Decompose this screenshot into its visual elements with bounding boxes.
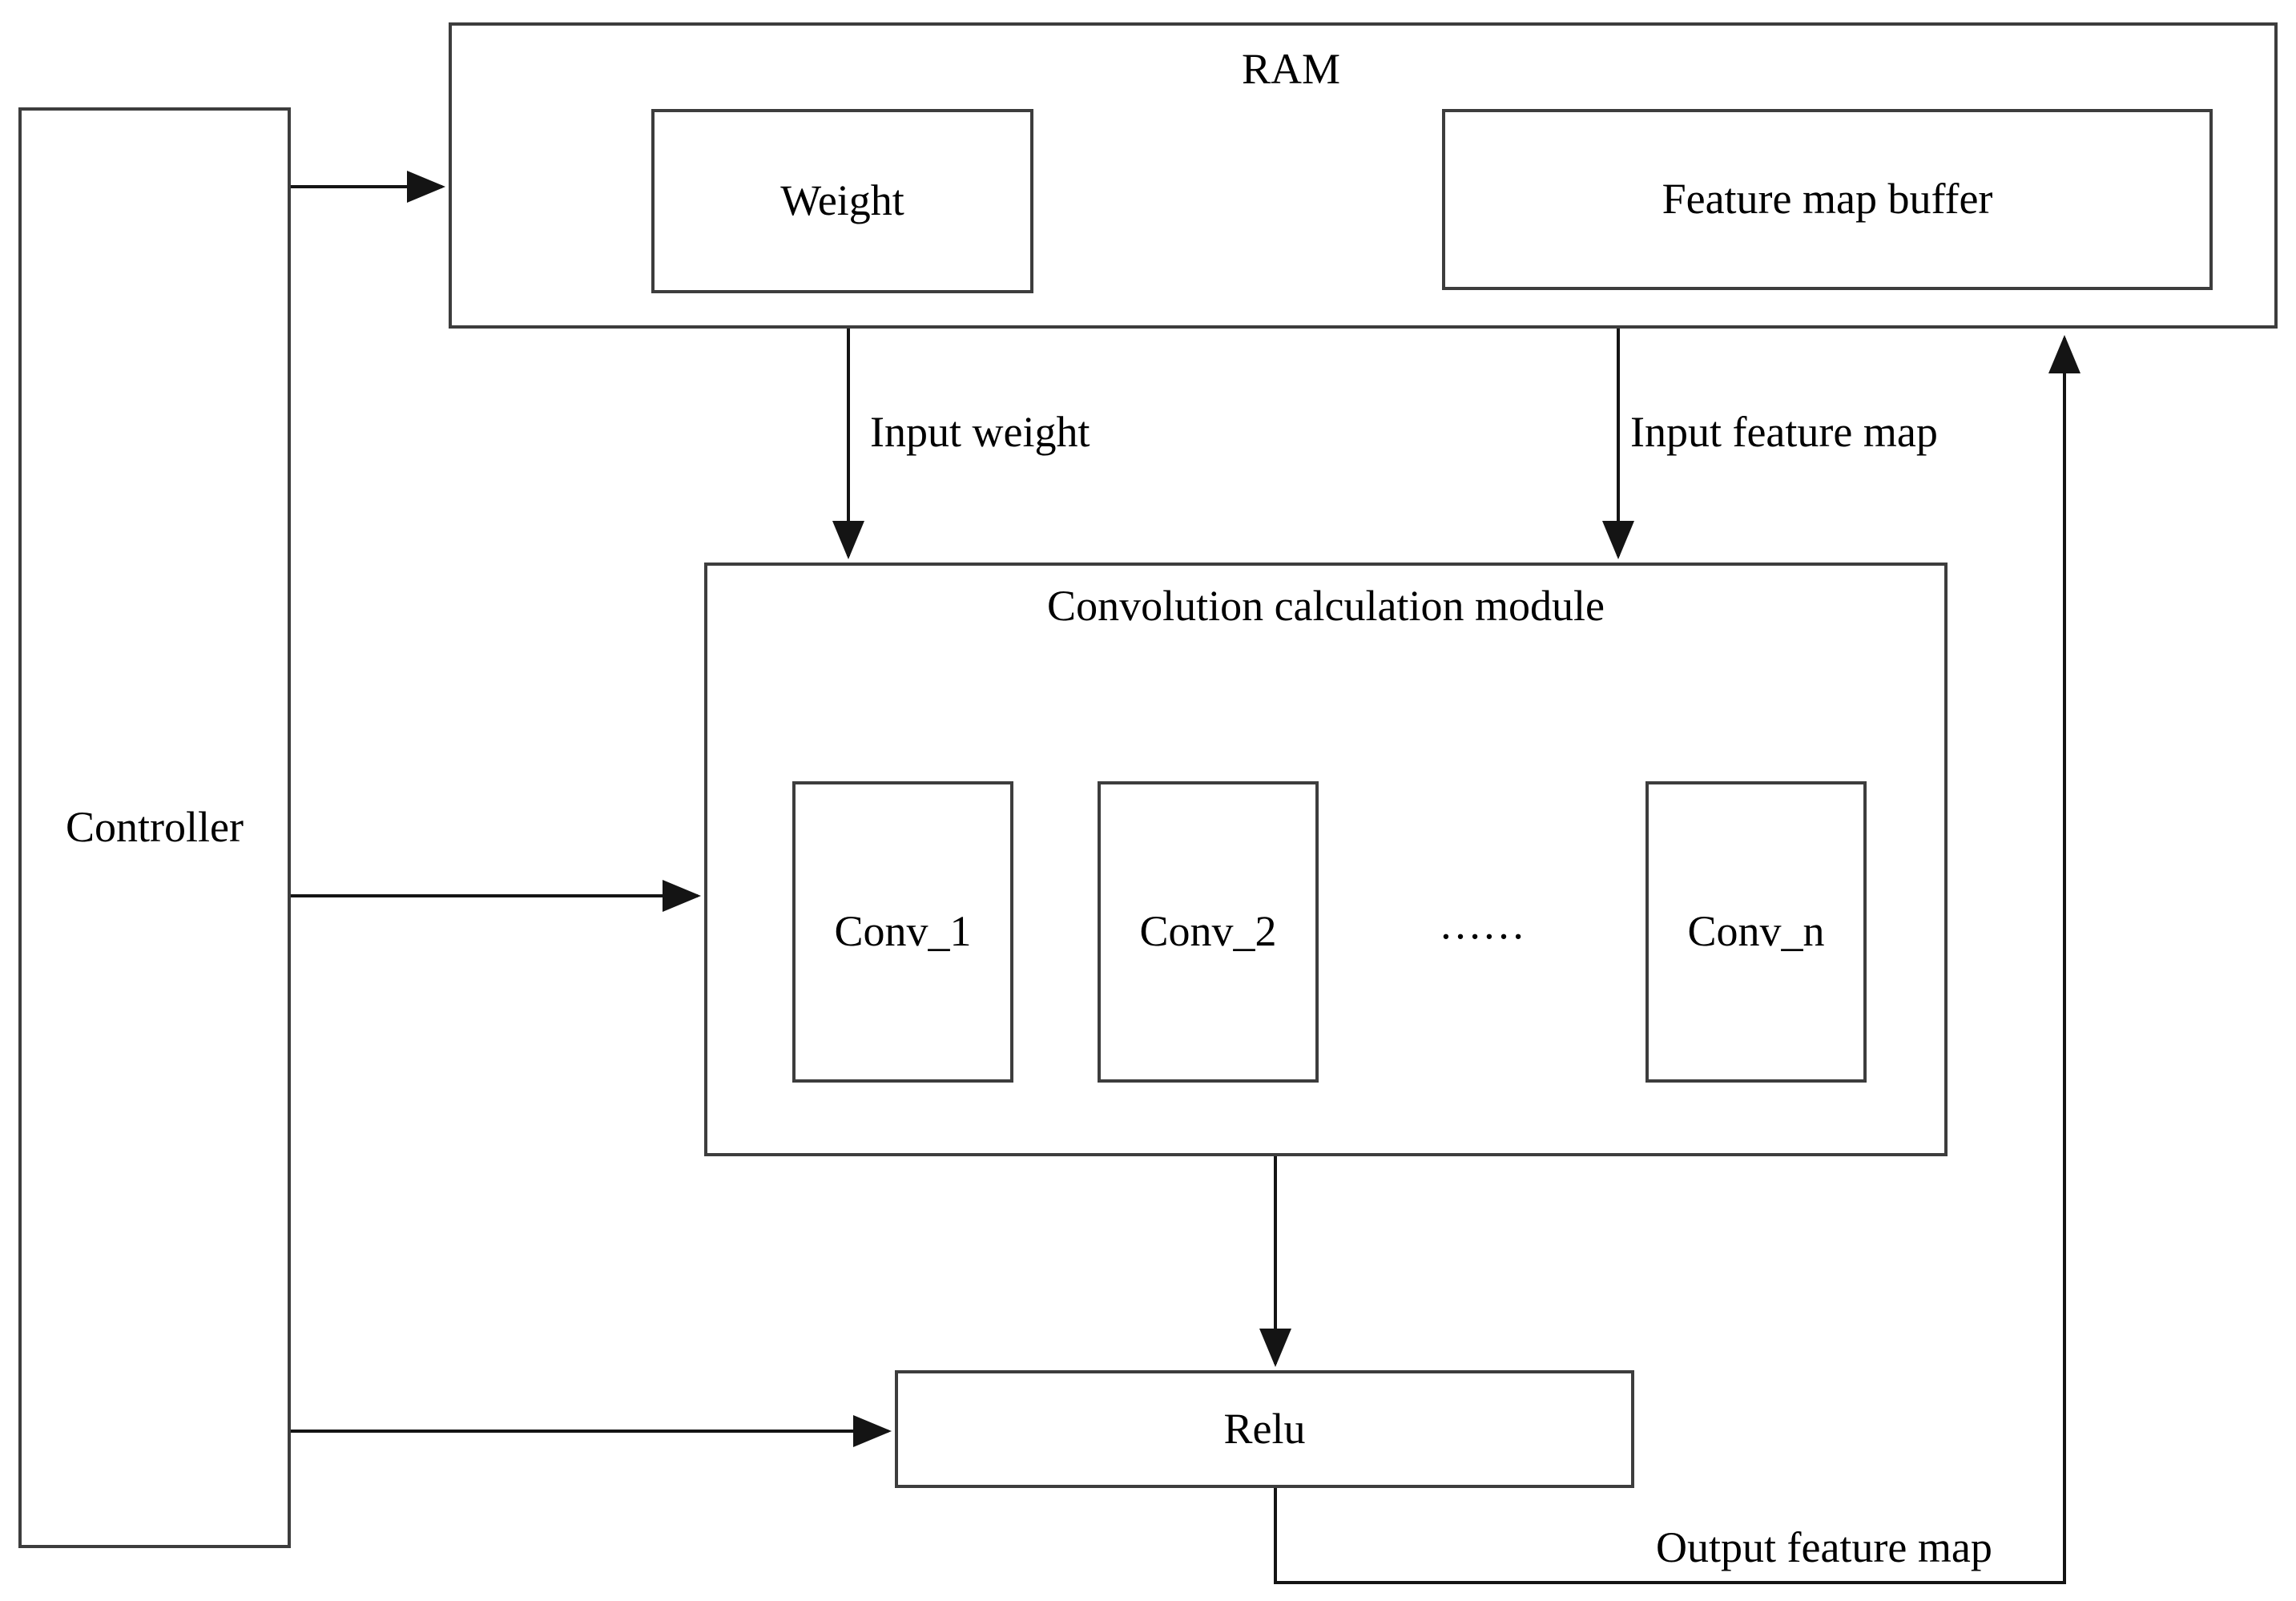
ram-title: RAM — [1241, 45, 1341, 93]
conv-1-box: Conv_1 — [792, 781, 1013, 1083]
output-feature-map-label: Output feature map — [1656, 1523, 1992, 1571]
input-weight-label: Input weight — [870, 408, 1090, 456]
weight-box: Weight — [651, 109, 1033, 293]
conv-2-label: Conv_2 — [1139, 907, 1277, 956]
weight-label: Weight — [780, 176, 904, 225]
relu-label: Relu — [1223, 1404, 1306, 1453]
conv-ellipsis: …… — [1439, 900, 1525, 948]
conv-module-title: Convolution calculation module — [1047, 582, 1605, 630]
relu-box: Relu — [895, 1370, 1634, 1488]
conv-2-box: Conv_2 — [1098, 781, 1319, 1083]
controller-box: Controller — [18, 107, 291, 1548]
input-feature-map-label: Input feature map — [1630, 408, 1938, 456]
feature-map-buffer-label: Feature map buffer — [1662, 175, 1993, 224]
controller-label: Controller — [66, 803, 244, 852]
feature-map-buffer-box: Feature map buffer — [1442, 109, 2213, 290]
conv-n-box: Conv_n — [1645, 781, 1867, 1083]
arrow-relu-to-feature-map-buffer — [1274, 335, 2080, 1584]
conv-1-label: Conv_1 — [834, 907, 972, 956]
conv-n-label: Conv_n — [1687, 907, 1825, 956]
